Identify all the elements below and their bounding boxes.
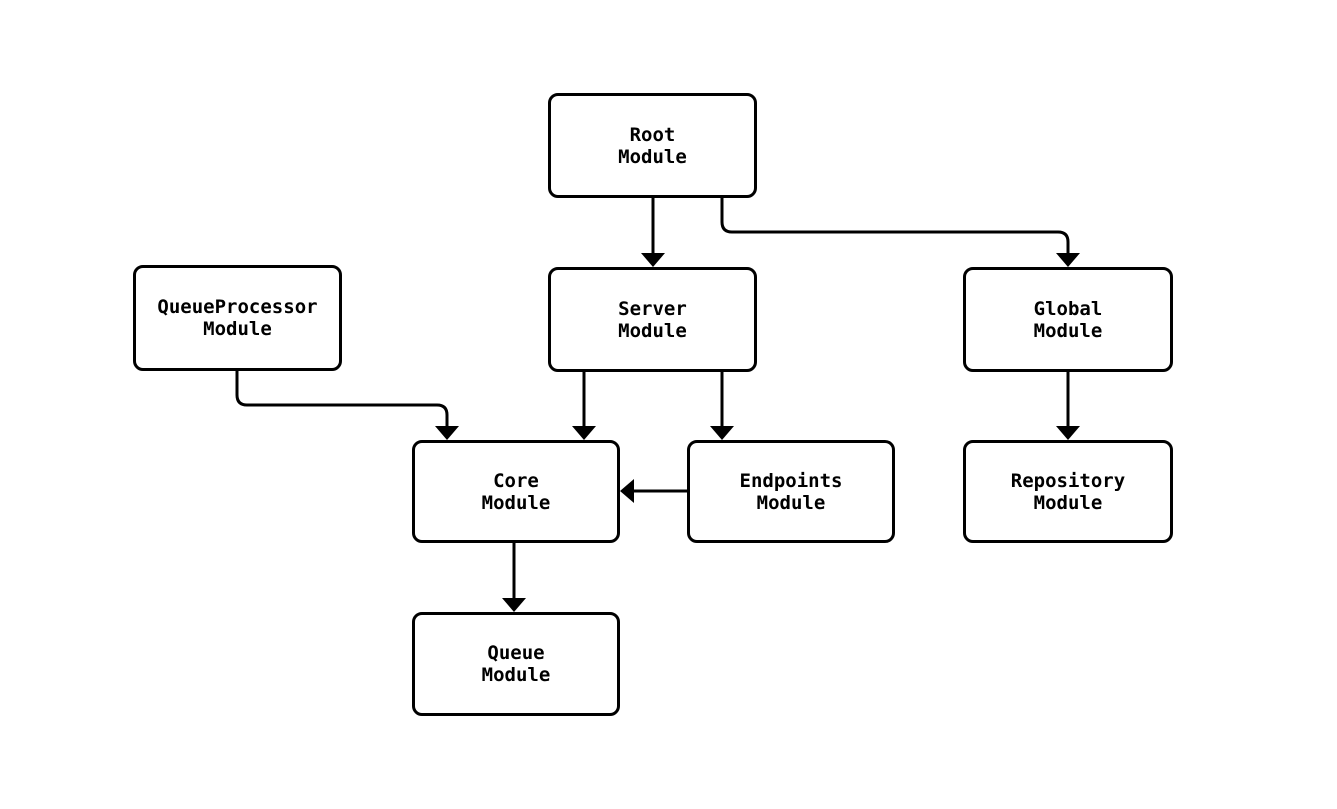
node-label-line: Module bbox=[1033, 319, 1103, 342]
edge-queueprocessor-module-to-core-module bbox=[235, 371, 449, 426]
node-label-line: Repository bbox=[1010, 469, 1126, 492]
node-label-line: Module bbox=[618, 145, 687, 168]
node-label-line: Module bbox=[203, 318, 272, 340]
node-label-line: Module bbox=[481, 491, 551, 514]
arrowhead-root-module-to-server-module bbox=[641, 253, 665, 267]
node-label-line: Module bbox=[481, 664, 551, 686]
arrowhead-endpoints-module-to-core-module bbox=[620, 479, 634, 503]
node-label-line: Server bbox=[618, 297, 687, 320]
node-label-line: QueueProcessor bbox=[157, 296, 318, 318]
arrowhead-queueprocessor-module-to-core-module bbox=[435, 426, 459, 440]
arrowhead-server-module-to-endpoints-module bbox=[710, 426, 734, 440]
edge-root-module-to-global-module bbox=[720, 198, 1070, 253]
arrowhead-root-module-to-global-module bbox=[1056, 253, 1080, 267]
arrowhead-server-module-to-core-module bbox=[572, 426, 596, 440]
node-label-line: Core bbox=[493, 469, 539, 492]
node-label-line: Global bbox=[1033, 297, 1103, 320]
node-label-line: Queue bbox=[487, 642, 545, 664]
node-label-line: Endpoints bbox=[739, 469, 843, 492]
arrowhead-global-module-to-repository-module bbox=[1056, 426, 1080, 440]
node-label-line: Module bbox=[618, 319, 687, 342]
arrowhead-core-module-to-queue-module bbox=[502, 598, 526, 612]
node-label-line: Module bbox=[1033, 491, 1103, 514]
node-label-line: Root bbox=[629, 123, 676, 146]
node-label-line: Module bbox=[756, 491, 826, 514]
